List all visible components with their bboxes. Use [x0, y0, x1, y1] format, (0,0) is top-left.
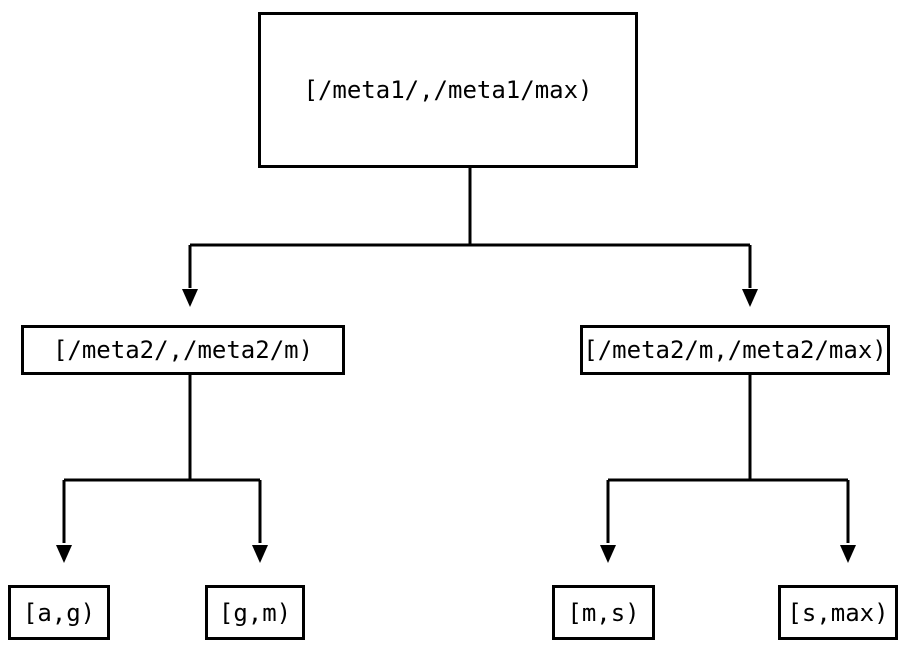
- node-root[interactable]: [/meta1/,/meta1/max): [258, 12, 638, 168]
- node-meta2-high-label: [/meta2/m,/meta2/max): [583, 336, 887, 364]
- node-leaf-m-s-label: [m,s): [567, 598, 640, 627]
- node-leaf-s-max[interactable]: [s,max): [778, 585, 898, 640]
- node-meta2-low[interactable]: [/meta2/,/meta2/m): [21, 325, 345, 375]
- node-meta2-low-label: [/meta2/,/meta2/m): [52, 336, 314, 364]
- node-leaf-s-max-label: [s,max): [787, 598, 889, 627]
- edge-meta2-high-to-leaves-group: [600, 375, 856, 563]
- node-leaf-g-m-label: [g,m): [218, 598, 292, 627]
- arrowhead-to-leaf-ag: [56, 545, 72, 563]
- arrowhead-to-meta2-low: [182, 289, 198, 307]
- arrowhead-to-leaf-smax: [840, 545, 856, 563]
- node-root-label: [/meta1/,/meta1/max): [303, 76, 593, 104]
- arrowhead-to-leaf-gm: [252, 545, 268, 563]
- node-leaf-g-m[interactable]: [g,m): [205, 585, 305, 640]
- arrowhead-to-meta2-high: [742, 289, 758, 307]
- node-leaf-a-g-label: [a,g): [22, 598, 96, 627]
- node-meta2-high[interactable]: [/meta2/m,/meta2/max): [580, 325, 890, 375]
- arrowhead-to-leaf-ms: [600, 545, 616, 563]
- edge-root-to-meta2-group: [182, 168, 758, 307]
- node-leaf-m-s[interactable]: [m,s): [552, 585, 655, 640]
- node-leaf-a-g[interactable]: [a,g): [8, 585, 110, 640]
- edge-meta2-low-to-leaves-group: [56, 375, 268, 563]
